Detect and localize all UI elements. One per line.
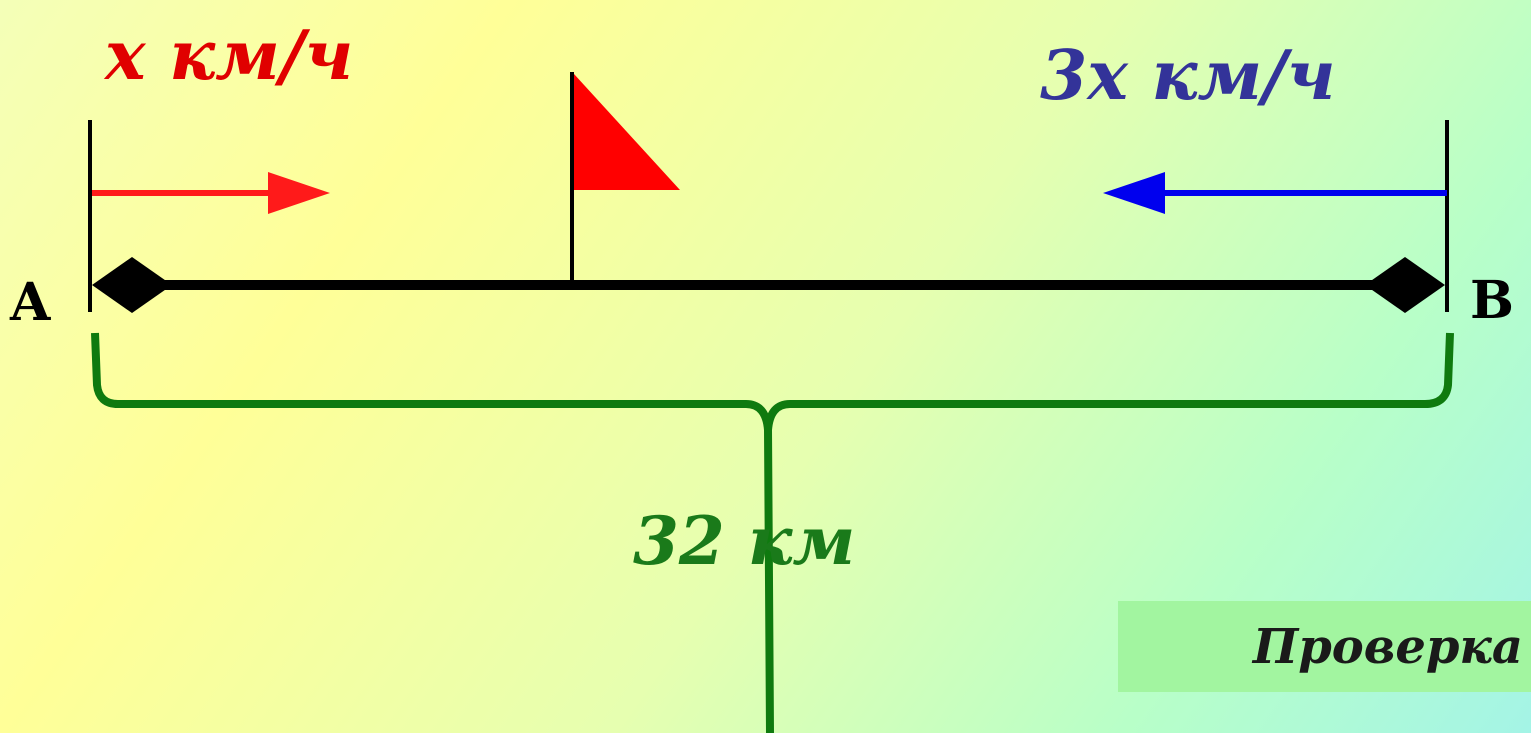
point-b-label: B <box>1470 270 1514 331</box>
point-a-label: A <box>10 272 51 333</box>
distance-brace <box>91 332 1454 733</box>
diamond-end-b <box>1365 257 1445 313</box>
check-button[interactable]: Проверка <box>1118 601 1531 692</box>
arrow-right-icon <box>268 172 330 214</box>
speed-right-label: 3x км/ч <box>1040 36 1336 116</box>
speed-left-label: x км/ч <box>105 16 354 96</box>
flag-icon <box>574 74 680 190</box>
arrow-left-icon <box>1103 172 1165 214</box>
distance-label: 32 км <box>633 502 856 580</box>
diamond-end-a <box>92 257 172 313</box>
